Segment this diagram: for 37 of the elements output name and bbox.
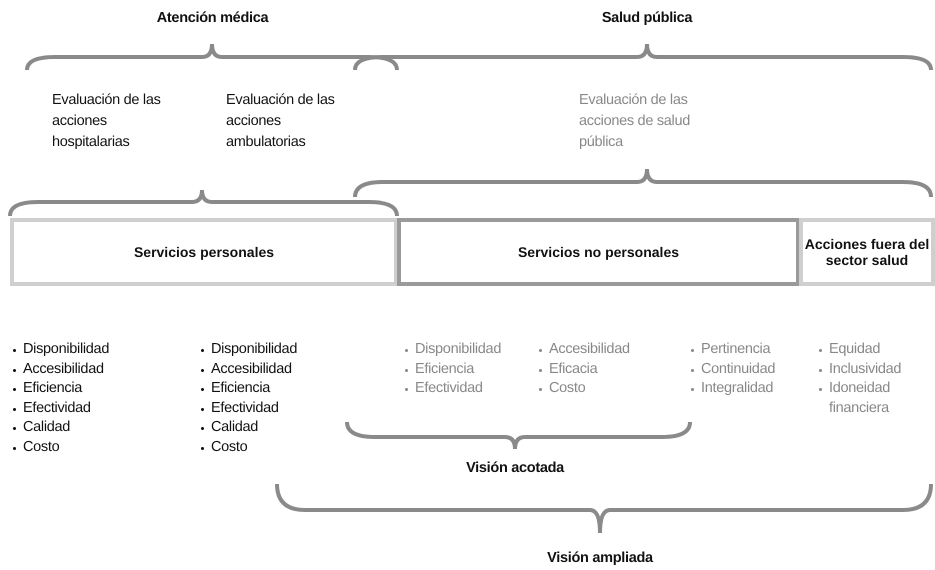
bullet-item: Accesibilidad: [538, 340, 669, 360]
bullet-item: Continuidad: [690, 360, 821, 379]
bullet-item: Costo: [200, 438, 331, 457]
bullet-item: Pertinencia: [690, 340, 821, 360]
bullet-item: Equidad: [818, 340, 935, 360]
bullet-item: Disponibilidad: [12, 340, 143, 360]
bullet-item: Costo: [12, 438, 143, 457]
description-text: Evaluación de las acciones hospitalarias: [52, 91, 162, 152]
box-title: Acciones fuera del sector salud: [804, 236, 930, 268]
bullet-item: Calidad: [200, 418, 331, 438]
bullet-item: Idoneidad financiera: [818, 379, 919, 418]
section-heading: Atención médica: [156, 9, 270, 28]
bullet-item: Disponibilidad: [404, 340, 535, 360]
bullet-item: Accesibilidad: [12, 360, 143, 379]
bullet-item: Integralidad: [690, 379, 821, 398]
description-text: Evaluación de las acciones de salud pública: [579, 91, 691, 152]
bullet-item: Eficiencia: [404, 360, 535, 379]
bullet-item: Eficiencia: [200, 379, 331, 398]
category-box: [10, 218, 398, 286]
bullet-item: Calidad: [12, 418, 143, 438]
bullet-item: Eficacia: [538, 360, 669, 379]
bullet-item: Efectividad: [12, 398, 143, 418]
bullet-item: Efectividad: [200, 398, 331, 418]
box-title: Servicios no personales: [518, 244, 680, 260]
box-title: Servicios personales: [134, 244, 274, 260]
bullet-item: Costo: [538, 379, 669, 398]
section-heading: Visión acotada: [465, 459, 566, 478]
category-box: [397, 218, 800, 286]
section-heading: Visión ampliada: [546, 549, 654, 568]
bullet-item: Accesibilidad: [200, 360, 331, 379]
bullet-item: Efectividad: [404, 379, 535, 398]
bullet-item: Inclusividad: [818, 360, 935, 379]
description-text: Evaluación de las acciones ambulatorias: [226, 91, 336, 152]
bullet-item: Eficiencia: [12, 379, 143, 398]
category-box: [799, 218, 935, 286]
bullet-item: Disponibilidad: [200, 340, 331, 360]
section-heading: Salud pública: [600, 9, 694, 28]
